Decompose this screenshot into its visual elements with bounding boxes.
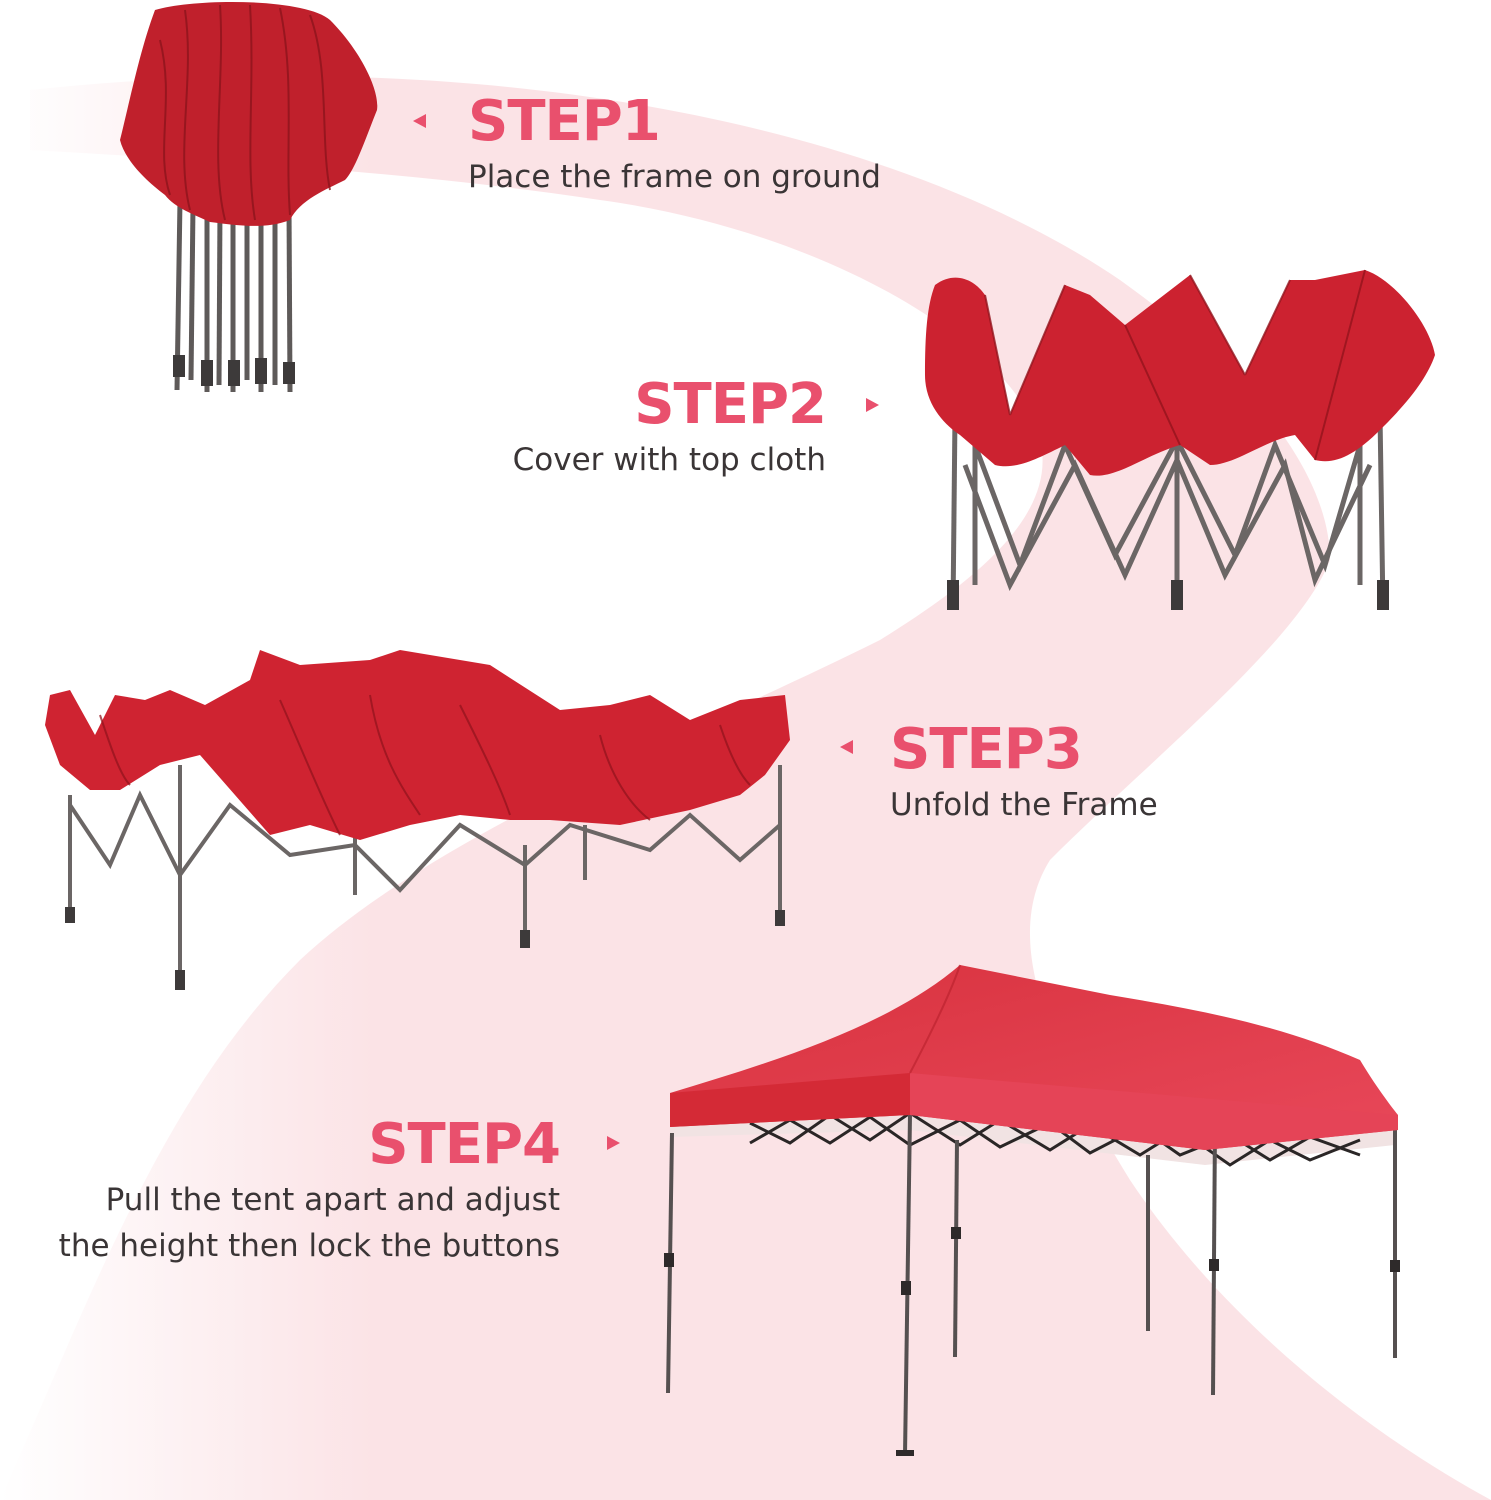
step4-title: STEP4 (368, 1112, 561, 1177)
step2-pointer-icon (866, 398, 879, 412)
step3-description: Unfold the Frame (890, 787, 1158, 823)
step3-block: STEP3 Unfold the Frame (890, 718, 1158, 828)
step2-block: STEP2 Cover with top cloth (488, 372, 827, 483)
step4-description-line2: the height then lock the buttons (58, 1228, 560, 1264)
step3-title: STEP3 (890, 717, 1083, 782)
tent-frame-with-cloth-image (925, 269, 1435, 611)
step4-block: STEP4 Pull the tent apart and adjust the… (20, 1112, 561, 1269)
folded-tent-frame-image (120, 1, 378, 393)
partially-unfolded-tent-image (45, 650, 790, 990)
step2-title: STEP2 (634, 372, 827, 437)
step1-block: STEP1 Place the frame on ground (468, 90, 881, 200)
step3-pointer-icon (840, 740, 853, 754)
step1-description: Place the frame on ground (468, 159, 881, 195)
step4-pointer-icon (607, 1136, 620, 1150)
step1-title: STEP1 (468, 89, 661, 154)
step4-description-line1: Pull the tent apart and adjust (105, 1182, 560, 1218)
fully-assembled-canopy-tent-image (664, 964, 1400, 1456)
step1-pointer-icon (413, 114, 426, 128)
step2-description: Cover with top cloth (512, 442, 826, 478)
